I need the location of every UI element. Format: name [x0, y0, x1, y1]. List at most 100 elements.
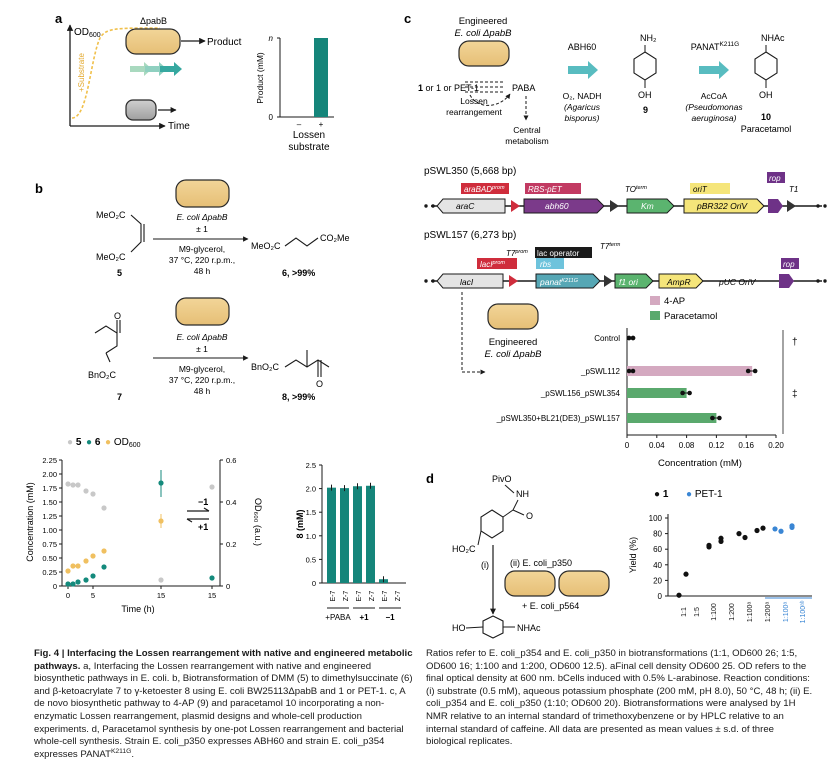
abh60-arrow — [568, 61, 598, 79]
arac-text: araC — [456, 201, 475, 211]
panel-d-point — [736, 531, 742, 537]
panel-c: c Engineered E. coli ΔpabB 1 or 1 or PET… — [404, 11, 827, 469]
panel-d-label: d — [426, 471, 434, 486]
chart1-point — [90, 573, 96, 579]
chart2-group-label: +1 — [359, 613, 369, 622]
rop-gene-2 — [779, 274, 794, 288]
panat-label: PANATK211G — [691, 41, 739, 52]
panel-c-bar — [627, 413, 717, 423]
panel-d-ytick-label: 20 — [653, 576, 662, 585]
sub5-bonds — [130, 214, 142, 253]
orit-tag — [690, 183, 730, 194]
panel-b-label: b — [35, 181, 43, 196]
rxn1-strain: E. coli ΔpabB — [176, 212, 227, 222]
panel-c-xtick-label: 0.16 — [738, 441, 754, 450]
chart1-xtick-label: 15 — [157, 591, 165, 600]
panel-d-ytick-label: 60 — [653, 545, 662, 554]
caption-right: Ratios refer to E. coli_p354 and E. coli… — [426, 648, 816, 749]
paracetamol-label: Paracetamol — [741, 124, 792, 134]
panel-a-xlabel-1: Lossen — [293, 130, 325, 141]
chart1-point — [75, 579, 81, 585]
panel-d-category: 1:200ᵃ — [765, 602, 772, 623]
rop-text-1: rop — [769, 174, 781, 183]
amide-o: O — [526, 511, 533, 521]
plasmid1-dot-l2 — [431, 204, 435, 208]
nh2-label: NH₂ — [640, 33, 657, 43]
t1-text: T1 — [789, 185, 798, 194]
panel-d-point — [778, 528, 784, 534]
chart2-ytick-label: 1.0 — [306, 532, 316, 541]
abh60-gene — [523, 198, 605, 214]
t7-term-text: T7term — [600, 242, 621, 251]
arrow-green-2 — [145, 62, 167, 76]
rxn2-strain: E. coli ΔpabB — [176, 332, 227, 342]
step-ii: (ii) E. coli_p350 — [510, 558, 572, 568]
ring-10 — [754, 51, 778, 81]
panel-c-chart-cell — [487, 303, 539, 330]
panel-a-ytick-0: 0 — [269, 113, 274, 122]
chart2-ytick-label: 1.5 — [306, 508, 316, 517]
panel-b-cell-2 — [175, 297, 230, 326]
panel-c-category: Control — [594, 334, 620, 343]
label-6: 6, >99% — [282, 268, 315, 278]
rxn1-cond1: M9-glycerol, — [179, 244, 225, 254]
panel-b: b MeO₂C MeO₂C 5 E. coli ΔpabB ± 1 M9-gly… — [35, 179, 350, 402]
panel-a-ytick-n: n — [269, 34, 274, 43]
panat-gene — [535, 273, 601, 289]
central-2: metabolism — [505, 136, 548, 146]
caption-left-body: a, Interfacing the Lossen rearrangement … — [34, 660, 413, 760]
nhac-d-label: NHAc — [517, 623, 541, 633]
ampr-text: AmpR — [666, 277, 691, 287]
panel-d-ylabel: Yield (%) — [628, 537, 638, 573]
arabad-text: araBADprom — [464, 185, 505, 194]
f1-ori — [614, 273, 654, 289]
growth-curve — [71, 27, 161, 119]
panel-c-chart-xlabel: Concentration (mM) — [658, 458, 742, 469]
chart1-point — [90, 553, 96, 559]
chart1-point — [158, 577, 164, 583]
rxn1-additive: ± 1 — [196, 224, 208, 234]
chart1-point — [75, 563, 81, 569]
engineered-label: Engineered — [459, 16, 508, 27]
amide-n-bond — [512, 499, 519, 511]
panel-d-point — [683, 571, 689, 577]
rbs-tag — [536, 258, 564, 269]
panel-b-time-course-chart: ● 5 ● 6 ● OD600 Concentration (mM) OD₆₀₀… — [25, 437, 263, 614]
panel-c-xtick-label: 0.20 — [768, 441, 784, 450]
start-label: 1 or 1 or PET-1 — [418, 83, 479, 93]
caption-right-body: Ratios refer to E. coli_p354 and E. coli… — [426, 648, 813, 748]
chart1-ytick-label: 1.50 — [42, 498, 57, 507]
plasmid2-dot-l2 — [431, 279, 435, 283]
flow-arrow — [461, 292, 486, 375]
chart1-ytick-label: 0.75 — [42, 540, 57, 549]
chart2-ylabel: 8 (mM) — [295, 509, 305, 538]
rop-text-2: rop — [783, 260, 795, 269]
panel-b-cell-1 — [175, 179, 230, 208]
panel-d-point — [754, 527, 760, 534]
t7-prom-text: T7prom — [506, 249, 528, 258]
chart1-xlabel: Time (h) — [121, 604, 154, 614]
arrow-teal — [160, 62, 182, 76]
panel-d-point — [718, 538, 724, 545]
panel-c-xtick-label: 0.08 — [679, 441, 695, 450]
panel-d-ytick-label: 100 — [649, 514, 663, 523]
chart1-ylabel-right: OD₆₀₀ (a.u.) — [253, 498, 263, 546]
ampr-gene — [658, 273, 704, 289]
panel-c-point — [630, 368, 636, 374]
laci-gene — [436, 273, 504, 289]
chart1-ytick-label: 1.00 — [42, 526, 57, 535]
puc-text: pUC OriV — [718, 277, 757, 287]
rxn2-cond1: M9-glycerol, — [179, 364, 225, 374]
chart2-yticks: 00.51.01.52.02.5 — [306, 461, 322, 588]
panel-d-category: 1:200 — [729, 603, 736, 621]
panel-a-time-label: Time — [168, 121, 190, 132]
panel-d-category: 1:1 — [681, 607, 688, 617]
chart1-point — [83, 558, 89, 564]
caption-left-sup: K211G — [110, 747, 132, 755]
abh60-cond1: O₂, NADH — [563, 91, 602, 101]
arrow-green-1 — [130, 62, 152, 76]
legend-4ap-swatch — [650, 296, 660, 305]
